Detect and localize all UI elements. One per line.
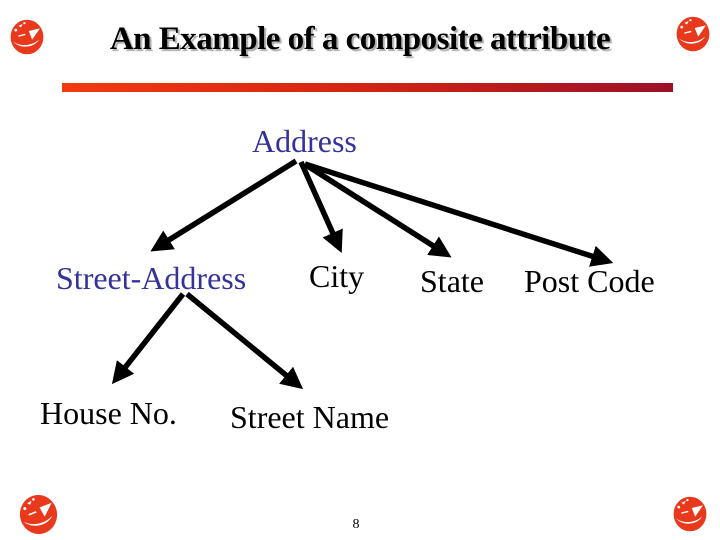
arrow-street-address-to-street-name (185, 291, 304, 390)
arrow-address-to-city (298, 160, 343, 254)
arrow-address-to-post-code (304, 161, 614, 267)
scribble-ball-icon (16, 491, 61, 538)
node-address: Address (252, 123, 357, 159)
arrow-street-address-to-house-no (111, 292, 186, 385)
arrow-address-to-street-address (150, 158, 298, 252)
node-city: City (309, 258, 365, 294)
arrow-address-to-state (304, 162, 452, 258)
node-street-address: Street-Address (56, 260, 247, 296)
page-number: 8 (352, 517, 360, 532)
title-divider-bar (62, 83, 673, 92)
node-street-name: Street Name (230, 399, 390, 435)
node-house-no: House No. (40, 395, 177, 431)
scribble-ball-icon (672, 496, 708, 532)
slide-title: An Example of a composite attribute (109, 21, 611, 57)
node-post-code: Post Code (524, 263, 655, 299)
node-state: State (420, 263, 484, 299)
